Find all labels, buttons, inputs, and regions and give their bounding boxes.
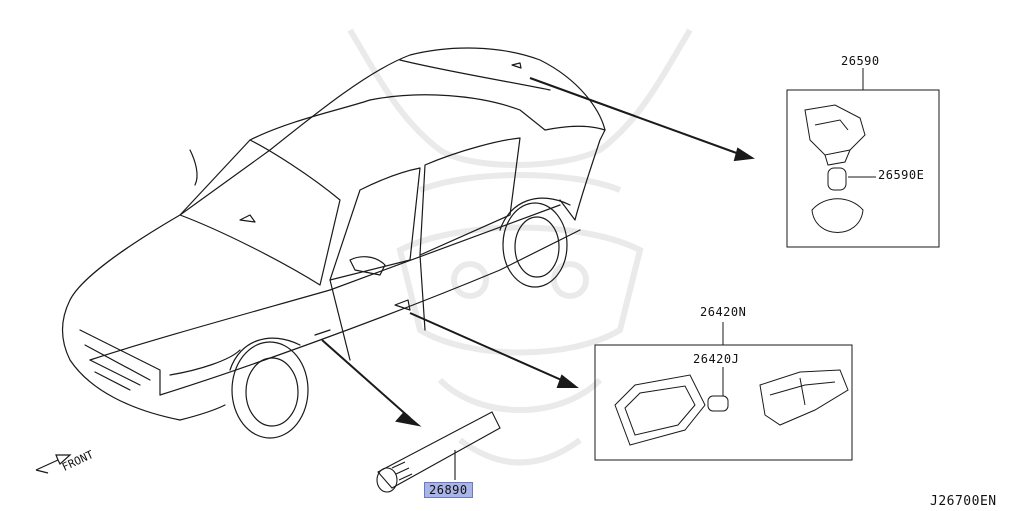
diagram-id: J26700EN: [930, 494, 997, 509]
front-arrow-icon: [35, 454, 72, 474]
part-label-26890[interactable]: 26890: [424, 482, 473, 498]
part-label-26420J[interactable]: 26420J: [693, 352, 740, 366]
part-26890-tube: [376, 411, 501, 493]
detail-box-26590: [786, 68, 940, 248]
car-illustration: [61, 47, 606, 439]
leader-arrows: [321, 77, 755, 427]
part-label-26590E[interactable]: 26590E: [878, 168, 925, 182]
watermark-emblem: [347, 28, 693, 466]
part-label-26420N[interactable]: 26420N: [700, 305, 747, 319]
detail-box-26420N: [594, 322, 853, 461]
part-label-26590[interactable]: 26590: [841, 54, 880, 68]
